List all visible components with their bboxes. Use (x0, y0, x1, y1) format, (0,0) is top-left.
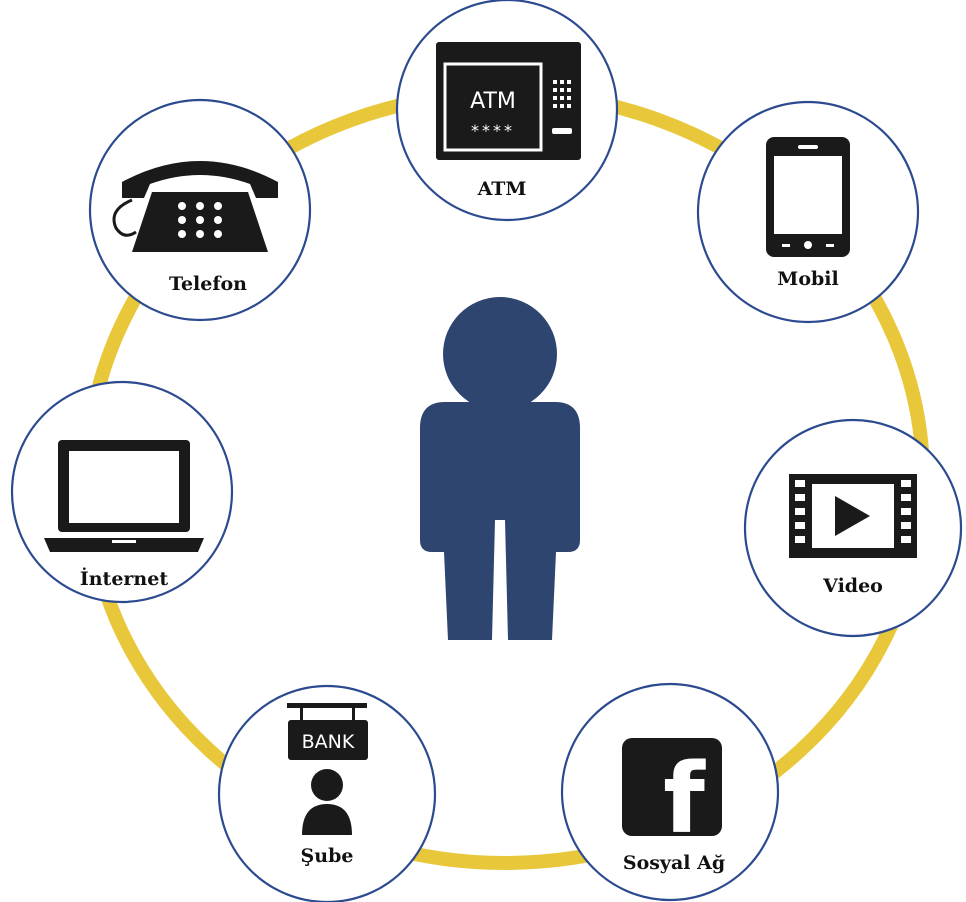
node-mobil: Mobil (696, 100, 920, 324)
smartphone-icon (766, 137, 850, 257)
facebook-icon: f (622, 738, 722, 855)
node-label-internet: İnternet (80, 567, 168, 590)
node-label-telefon: Telefon (169, 273, 247, 295)
node-label-mobil: Mobil (777, 268, 838, 290)
atm-icon: ATM **** (436, 42, 581, 160)
facebook-icon-letter: f (663, 743, 706, 855)
video-play-icon (789, 474, 917, 558)
node-label-atm: ATM (477, 178, 527, 200)
person-icon (420, 297, 580, 640)
node-sosyal: f Sosyal Ağ (560, 682, 780, 902)
bank-branch-icon: BANK (287, 703, 368, 835)
node-sube: BANK Şube (217, 684, 437, 902)
node-label-sube: Şube (301, 845, 354, 867)
telephone-icon (112, 161, 278, 252)
node-video: Video (743, 418, 963, 638)
node-internet: İnternet (10, 380, 234, 604)
node-label-sosyal: Sosyal Ağ (623, 852, 725, 874)
laptop-icon (44, 440, 204, 552)
bank-sign-text: BANK (302, 731, 355, 753)
node-telefon: Telefon (88, 98, 312, 322)
atm-screen-text: ATM (470, 89, 516, 114)
node-label-video: Video (822, 575, 883, 597)
node-atm: ATM **** ATM (395, 0, 619, 222)
atm-pin-text: **** (471, 121, 515, 140)
